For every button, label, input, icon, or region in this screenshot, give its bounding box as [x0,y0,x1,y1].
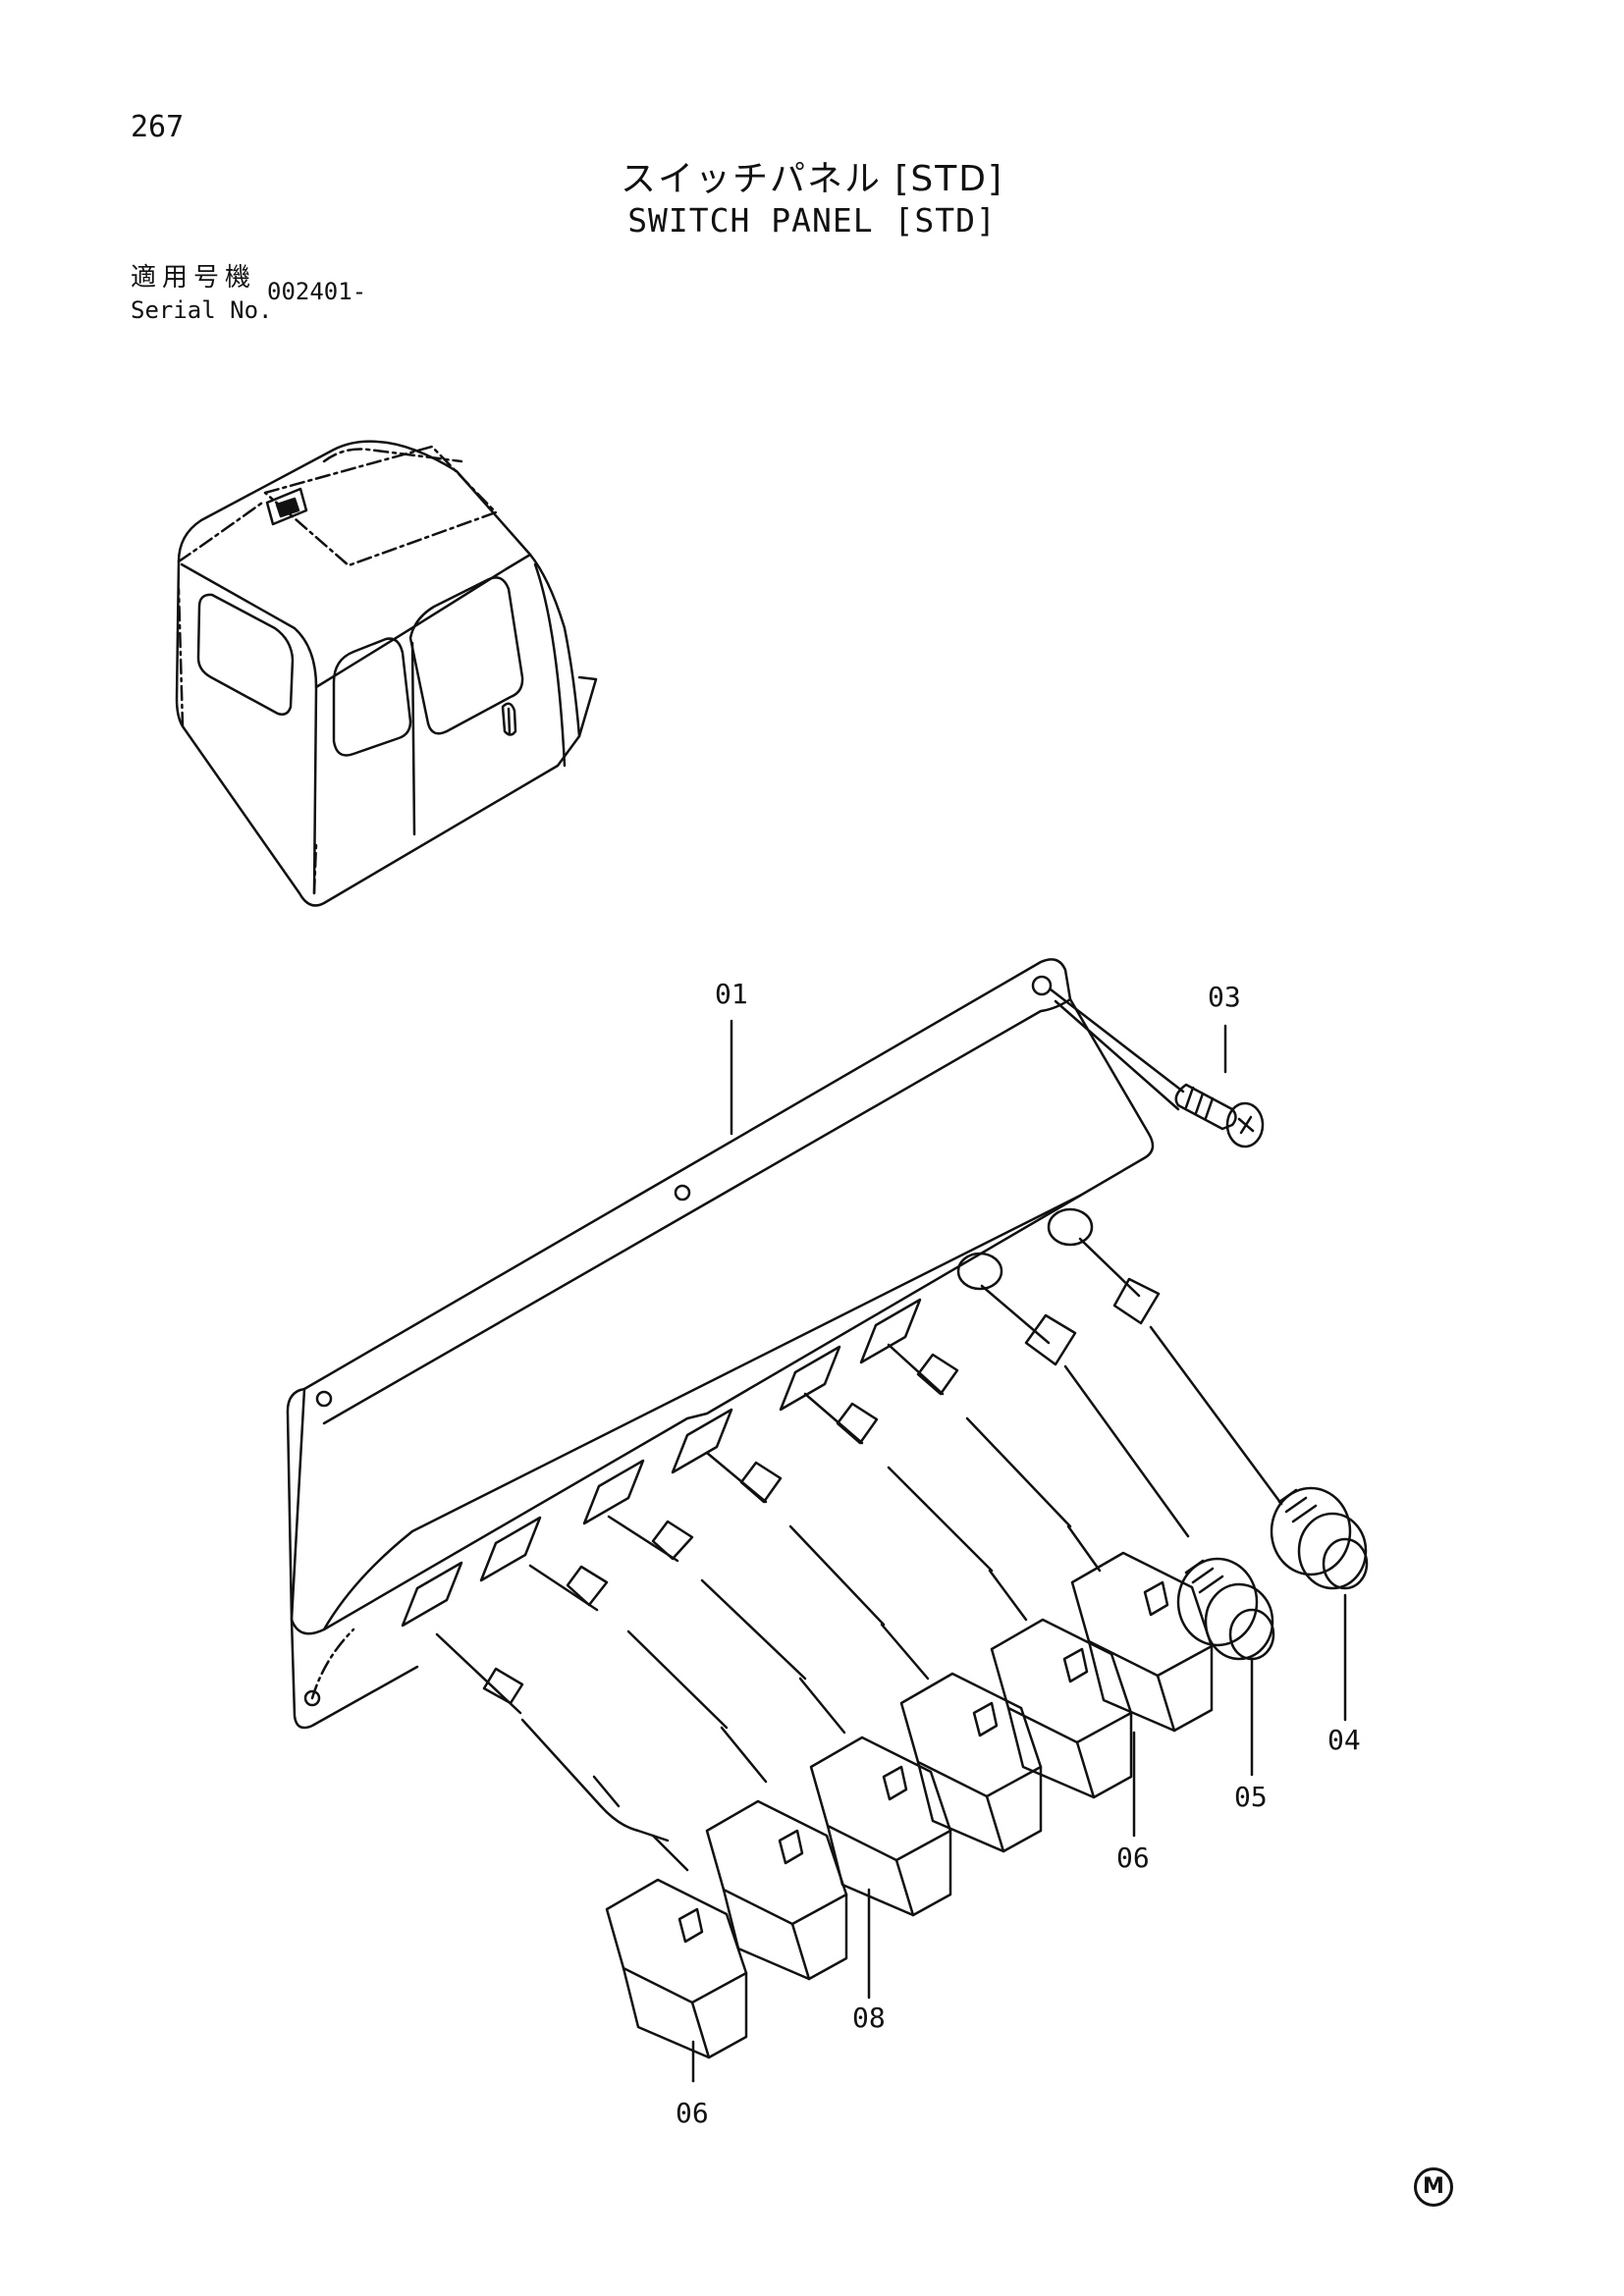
serial-label-japanese: 適用号機 [131,263,257,293]
serial-number-value: 002401- [267,278,367,305]
title-japanese: スイッチパネル [STD] [620,159,1004,199]
switch-panel-illustration [286,958,1185,1730]
page-number: 267 [131,110,185,144]
cab-illustration [175,440,598,907]
part-label-06-left: 06 [676,2097,709,2129]
round-switches [1176,1486,1369,1661]
switch-harnesses [435,1237,1283,1872]
part-label-08: 08 [852,2002,886,2034]
part-label-05: 05 [1234,1781,1268,1813]
screw-03-illustration [1174,1083,1265,1148]
part-label-04: 04 [1327,1724,1361,1756]
part-label-01: 01 [715,978,748,1010]
rocker-switches [605,1551,1214,2059]
part-label-06-right: 06 [1116,1842,1150,1874]
title-english: SWITCH PANEL [STD] [627,201,997,240]
serial-label-english: Serial No. [131,296,273,324]
manual-mark-icon: M [1414,2167,1453,2207]
leader-lines [691,1019,1347,2083]
part-label-03: 03 [1208,981,1241,1013]
